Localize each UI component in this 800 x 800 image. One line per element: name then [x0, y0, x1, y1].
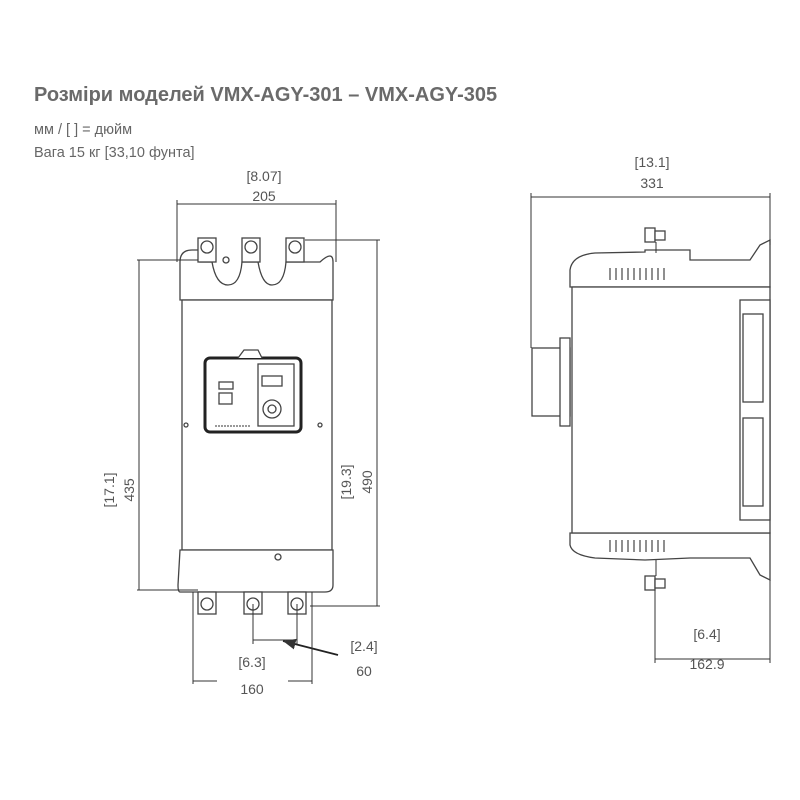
mount-depth-mm-label: 162.9 — [689, 656, 724, 672]
side-body — [571, 286, 771, 534]
bottom-terminal-block — [177, 549, 334, 593]
terminal-pitch-mm-label: 60 — [356, 663, 372, 679]
side-view: [13.1] 331 [6.4] 162.9 — [530, 154, 771, 672]
fan-upper — [742, 313, 764, 403]
bottom-heatsink — [569, 532, 771, 582]
vent-slots — [609, 268, 665, 552]
bottom-terminals — [197, 553, 307, 615]
total-height-mm-label: 490 — [359, 470, 375, 494]
mount-height-inch-label: [17.1] — [101, 472, 117, 507]
total-height-inch-label: [19.3] — [338, 464, 354, 499]
top-heatsink — [569, 238, 771, 288]
front-view: [8.07] 205 [17.1] 435 [19.3] 490 [2.4] 6… — [101, 168, 380, 697]
top-terminals — [197, 237, 305, 264]
depth-mm-label: 331 — [640, 175, 664, 191]
page-title: Розміри моделей VMX-AGY-301 – VMX-AGY-30… — [34, 84, 498, 106]
side-bolts — [644, 227, 666, 591]
keypad-module — [183, 349, 323, 434]
weight-note: Вага 15 кг [33,10 фунта] — [34, 145, 195, 161]
mount-width-mm-label: 160 — [240, 681, 264, 697]
mount-height-mm-label: 435 — [121, 478, 137, 502]
mount-width-inch-label: [6.3] — [238, 654, 265, 670]
width-mm-label: 205 — [252, 188, 276, 204]
mount-depth-inch-label: [6.4] — [693, 626, 720, 642]
depth-inch-label: [13.1] — [634, 154, 669, 170]
width-inch-label: [8.07] — [246, 168, 281, 184]
units-note: мм / [ ] = дюйм — [34, 122, 133, 138]
fan-lower — [742, 417, 764, 507]
terminal-pitch-inch-label: [2.4] — [350, 638, 377, 654]
